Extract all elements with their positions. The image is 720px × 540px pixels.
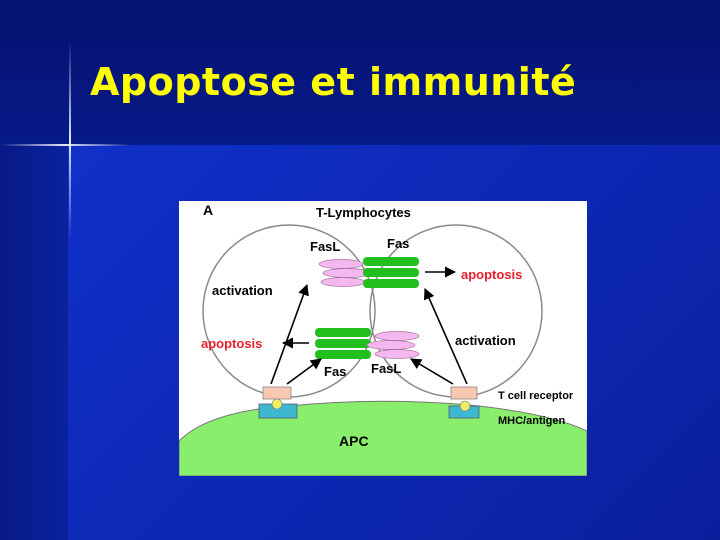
fas-bar xyxy=(315,350,371,359)
diagram-canvas: A T-Lymphocytes FasL Fas activation apop… xyxy=(179,202,587,476)
fas-bar xyxy=(315,328,371,337)
t-lymphocytes-label: T-Lymphocytes xyxy=(316,205,411,220)
left-apoptosis-label: apoptosis xyxy=(201,336,262,351)
left-antigen xyxy=(271,398,283,410)
fas-label-top: Fas xyxy=(387,236,409,251)
mhc-antigen-label: MHC/antigen xyxy=(498,415,566,427)
panel-label: A xyxy=(203,202,213,218)
fasl-ellipse xyxy=(318,259,364,269)
right-apoptosis-label: apoptosis xyxy=(461,267,522,282)
fasl-label-bottom: FasL xyxy=(371,361,401,376)
apoptosis-diagram: A T-Lymphocytes FasL Fas activation apop… xyxy=(179,201,587,476)
slide-left-band xyxy=(0,145,68,540)
slide-title: Apoptose et immunité xyxy=(90,60,577,104)
fasl-ellipse xyxy=(374,331,420,341)
slide-header-background xyxy=(0,0,720,145)
right-activation-label: activation xyxy=(455,333,516,348)
apc-label: APC xyxy=(339,433,369,449)
apc-cell xyxy=(179,400,587,476)
arrow-tcr-to-left-apoptosis xyxy=(286,358,322,385)
fasl-ellipse xyxy=(320,277,366,287)
left-activation-label: activation xyxy=(212,283,273,298)
fasl-ellipse xyxy=(366,340,416,350)
arrow-tcr-to-left-activation xyxy=(270,283,309,385)
sparkle-vertical-decoration xyxy=(69,40,71,240)
arrow-tcr-to-right-apoptosis xyxy=(410,358,454,385)
left-t-cell-receptor xyxy=(262,386,292,400)
fas-bar xyxy=(363,268,419,277)
left-t-lymphocyte xyxy=(202,224,376,398)
sparkle-horizontal-decoration xyxy=(0,144,130,146)
tcr-label: T cell receptor xyxy=(498,390,574,402)
fas-bar xyxy=(363,257,419,266)
right-antigen xyxy=(459,400,471,412)
fas-label-bottom: Fas xyxy=(324,364,346,379)
fas-bar xyxy=(315,339,371,348)
fasl-ellipse xyxy=(374,349,420,359)
fasl-label-top: FasL xyxy=(310,239,340,254)
fas-bar xyxy=(363,279,419,288)
right-t-cell-receptor xyxy=(450,386,478,400)
arrow-tcr-to-right-activation xyxy=(423,287,468,385)
